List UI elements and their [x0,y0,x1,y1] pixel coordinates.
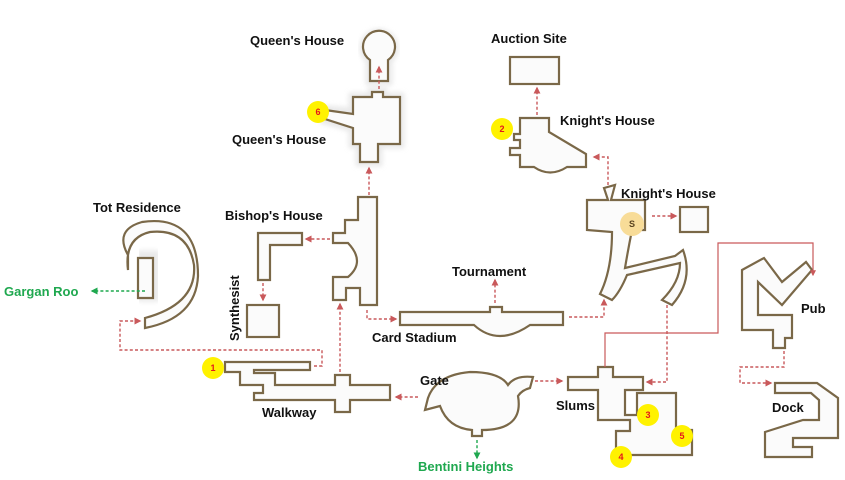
label-knights-house-mid: Knight's House [621,186,716,201]
room-queens-house-mid[interactable] [319,87,405,167]
label-pub: Pub [801,301,826,316]
marker-2[interactable]: 2 [491,118,513,140]
marker-4[interactable]: 4 [610,446,632,468]
label-card-stadium: Card Stadium [372,330,457,345]
label-gargan-roo[interactable]: Gargan Roo [4,284,79,299]
label-tournament: Tournament [452,264,527,279]
route-knights-to-knights-top [592,153,609,185]
route-slums-to-pub [604,242,816,367]
label-bishops-house: Bishop's House [225,208,323,223]
room-walkway[interactable] [223,360,392,414]
label-auction-site: Auction Site [491,31,567,46]
route-walkway-to-tot [119,317,323,367]
room-knights-house-small[interactable] [678,205,710,234]
room-gate[interactable] [423,370,535,438]
room-bishops-house-main[interactable] [331,195,379,307]
route-pub-to-dock [739,351,785,387]
room-auction-site[interactable] [508,55,561,86]
label-gate: Gate [420,373,449,388]
marker-6[interactable]: 6 [307,101,329,123]
label-queens-house-mid: Queen's House [232,132,327,147]
room-slums[interactable] [566,365,694,457]
room-bishops-house-side[interactable] [256,231,304,282]
room-synthesist[interactable] [245,303,281,339]
label-dock: Dock [772,400,804,415]
route-connections [90,65,816,460]
label-walkway: Walkway [262,405,317,420]
room-knights-house-top[interactable] [508,116,588,174]
room-dock[interactable] [763,381,840,459]
label-tot-residence: Tot Residence [93,200,181,215]
save-point-icon[interactable]: S [620,212,644,236]
room-tot-residence[interactable] [122,220,200,330]
marker-3[interactable]: 3 [637,404,659,426]
label-queens-house-top: Queen's House [250,33,345,48]
label-knights-house-top: Knight's House [560,113,655,128]
marker-5[interactable]: 5 [671,425,693,447]
room-pub[interactable] [740,256,814,350]
marker-1[interactable]: 1 [202,357,224,379]
room-queens-house-top[interactable] [359,28,399,86]
room-card-stadium[interactable] [398,305,565,337]
route-stadium-to-knights [569,298,608,318]
label-slums: Slums [556,398,596,413]
route-knights-to-slums [645,305,668,386]
route-bishop-to-stadium [366,310,398,323]
label-synthesist: Synthesist [227,275,242,341]
label-bentini-heights[interactable]: Bentini Heights [418,459,514,474]
room-knights-house-mid[interactable] [585,183,688,307]
